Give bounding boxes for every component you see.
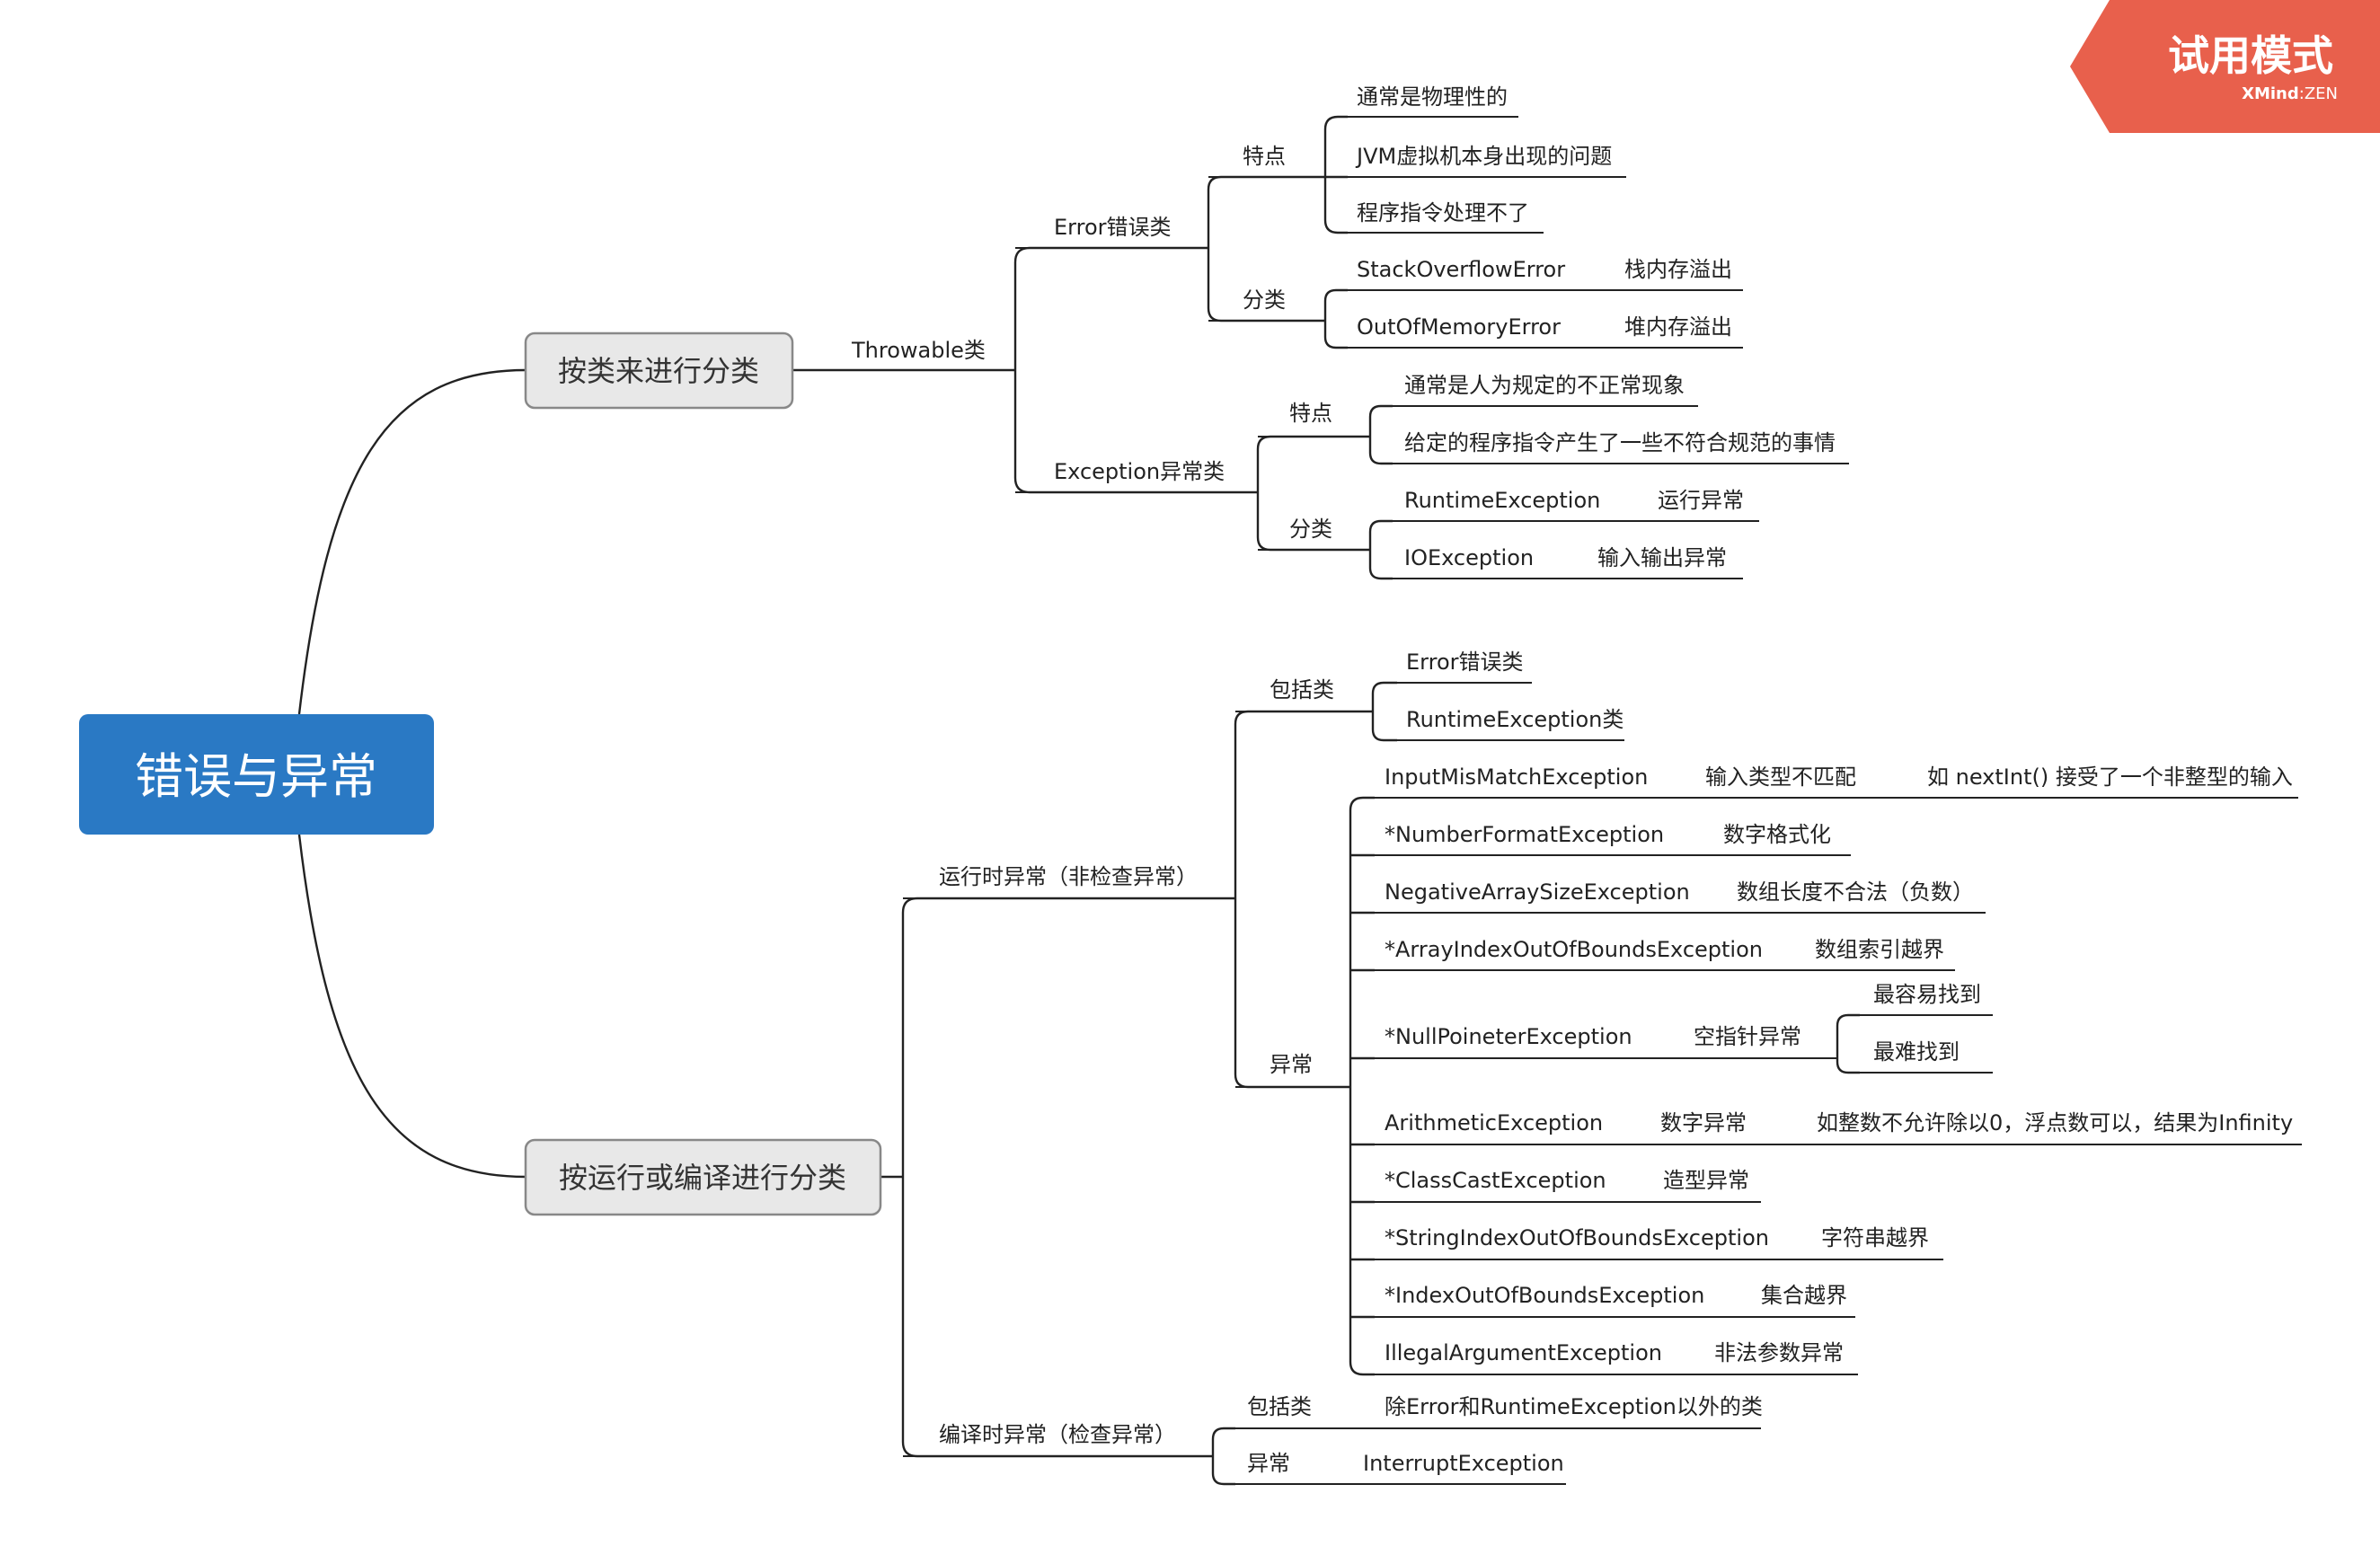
runtime-exception-note[interactable]: 如整数不允许除以0，浮点数可以，结果为Infinity: [1817, 1110, 2293, 1135]
topic-by-runtime-box[interactable]: [524, 1138, 882, 1216]
connector-exception-traits-leaves: [1368, 404, 1393, 465]
watermark-brand: XMind: [2242, 84, 2299, 103]
runtime-exception-desc[interactable]: 集合越界: [1761, 1283, 1847, 1308]
topic-error-kinds[interactable]: 分类: [1243, 287, 1286, 313]
exception-kind-name[interactable]: RuntimeException: [1404, 488, 1600, 513]
connector-exception-traits: [1256, 435, 1370, 492]
connector-runtime: [901, 897, 1235, 1177]
error-kind-desc[interactable]: 堆内存溢出: [1624, 314, 1732, 340]
runtime-include-item[interactable]: RuntimeException类: [1406, 707, 1624, 732]
error-trait-item[interactable]: 通常是物理性的: [1357, 84, 1508, 110]
root-topic-box[interactable]: [79, 714, 434, 835]
connector-root-by-runtime: [297, 834, 526, 1179]
topic-throwable[interactable]: Throwable类: [851, 338, 986, 363]
connector-error-kinds-leaves: [1323, 288, 1348, 349]
exception-kind-desc[interactable]: 运行异常: [1658, 488, 1744, 513]
runtime-exception-name[interactable]: *StringIndexOutOfBoundsException: [1385, 1225, 1769, 1250]
connector-exception-kinds-leaves: [1368, 519, 1393, 580]
runtime-exception-note[interactable]: 如 nextInt() 接受了一个非整型的输入: [1927, 764, 2293, 790]
error-kind-name[interactable]: StackOverflowError: [1357, 257, 1565, 282]
topic-error-traits[interactable]: 特点: [1243, 144, 1286, 169]
runtime-exception-desc[interactable]: 数字异常: [1660, 1110, 1747, 1135]
root-topic[interactable]: 错误与异常: [79, 714, 434, 835]
topic-by-class-box[interactable]: [524, 331, 794, 410]
error-trait-item[interactable]: 程序指令处理不了: [1357, 200, 1529, 225]
exception-kind-desc[interactable]: 输入输出异常: [1597, 545, 1727, 570]
topic-compile-includes[interactable]: 包括类: [1247, 1394, 1312, 1419]
runtime-exception-name[interactable]: ArithmeticException: [1385, 1110, 1603, 1135]
connector-root-by-class: [297, 368, 526, 715]
runtime-exception-desc[interactable]: 数组长度不合法（负数）: [1737, 879, 1974, 905]
runtime-include-item[interactable]: Error错误类: [1406, 649, 1524, 675]
topic-runtime-exceptions[interactable]: 异常: [1270, 1052, 1313, 1077]
error-kind-name[interactable]: OutOfMemoryError: [1357, 314, 1561, 340]
topic-by-runtime[interactable]: 按运行或编译进行分类: [524, 1138, 882, 1216]
compile-exception-value[interactable]: InterruptException: [1363, 1451, 1564, 1476]
underlines: [792, 116, 2302, 1485]
topic-exception-kinds[interactable]: 分类: [1289, 517, 1332, 542]
connector-includes-leaves: [1371, 681, 1397, 742]
exception-trait-item[interactable]: 通常是人为规定的不正常现象: [1404, 373, 1685, 398]
topic-by-class[interactable]: 按类来进行分类: [524, 331, 794, 410]
connector-compile: [901, 1177, 1213, 1458]
topic-by-runtime-label: 按运行或编译进行分类: [559, 1161, 846, 1195]
runtime-exception-desc[interactable]: 数组索引越界: [1815, 937, 1944, 962]
connector-compile-branches: [1211, 1427, 1235, 1486]
runtime-exception-name[interactable]: *ArrayIndexOutOfBoundsException: [1385, 937, 1763, 962]
runtime-exception-sub[interactable]: 最容易找到: [1873, 982, 1981, 1007]
watermark-brand-suffix: ZEN: [2305, 84, 2338, 103]
runtime-exception-desc[interactable]: 字符串越界: [1821, 1225, 1929, 1250]
topic-exception-traits[interactable]: 特点: [1289, 401, 1332, 426]
trial-mode-watermark: 试用模式 XMind:ZEN: [2070, 0, 2380, 133]
runtime-exception-desc[interactable]: 输入类型不匹配: [1705, 764, 1856, 790]
error-trait-item[interactable]: JVM虚拟机本身出现的问题: [1355, 144, 1612, 169]
watermark-banner: [2070, 0, 2380, 133]
runtime-exception-name[interactable]: *ClassCastException: [1385, 1168, 1606, 1193]
exception-trait-item[interactable]: 给定的程序指令产生了一些不符合规范的事情: [1404, 430, 1836, 455]
topic-by-class-label: 按类来进行分类: [558, 354, 759, 388]
error-kind-desc[interactable]: 栈内存溢出: [1624, 257, 1732, 282]
connector-throwable-error: [1013, 246, 1208, 370]
connector-error-traits-leaves: [1323, 115, 1348, 234]
runtime-exception-desc[interactable]: 造型异常: [1663, 1168, 1749, 1193]
runtime-exception-name[interactable]: *NullPoineterException: [1385, 1024, 1632, 1049]
runtime-exception-name[interactable]: InputMisMatchException: [1385, 764, 1648, 790]
runtime-exception-name[interactable]: IllegalArgumentException: [1385, 1340, 1662, 1365]
connector-error-traits: [1207, 175, 1325, 248]
runtime-exception-name[interactable]: *IndexOutOfBoundsException: [1385, 1283, 1704, 1308]
runtime-exception-desc[interactable]: 非法参数异常: [1714, 1340, 1844, 1365]
connector-exceptions-spine: [1349, 796, 1375, 1376]
runtime-exception-sub[interactable]: 最难找到: [1873, 1039, 1960, 1065]
topic-compile[interactable]: 编译时异常（检查异常）: [939, 1422, 1176, 1447]
exception-kind-name[interactable]: IOException: [1404, 545, 1534, 570]
branch-by-runtime-labels: 运行时异常（非检查异常） 包括类 Error错误类 RuntimeExcepti…: [939, 649, 2293, 1476]
watermark-title: 试用模式: [2168, 31, 2333, 80]
topic-runtime-includes[interactable]: 包括类: [1270, 677, 1334, 702]
runtime-exception-desc[interactable]: 数字格式化: [1723, 822, 1831, 847]
runtime-exception-name[interactable]: *NumberFormatException: [1385, 822, 1664, 847]
compile-include-value[interactable]: 除Error和RuntimeException以外的类: [1385, 1394, 1763, 1419]
root-topic-label: 错误与异常: [135, 748, 377, 805]
branch-by-class-labels: Throwable类 Error错误类 特点 通常是物理性的 JVM虚拟机本身出…: [851, 84, 1836, 570]
connector-null-pointer-subs: [1836, 1013, 1860, 1074]
svg-text:XMind:ZEN: XMind:ZEN: [2242, 84, 2338, 103]
topic-error[interactable]: Error错误类: [1054, 215, 1172, 240]
topic-exception[interactable]: Exception异常类: [1054, 459, 1225, 484]
runtime-exception-name[interactable]: NegativeArraySizeException: [1385, 879, 1690, 905]
topic-runtime[interactable]: 运行时异常（非检查异常）: [939, 864, 1198, 889]
topic-compile-exceptions[interactable]: 异常: [1247, 1451, 1290, 1476]
runtime-exception-desc[interactable]: 空指针异常: [1694, 1024, 1801, 1049]
